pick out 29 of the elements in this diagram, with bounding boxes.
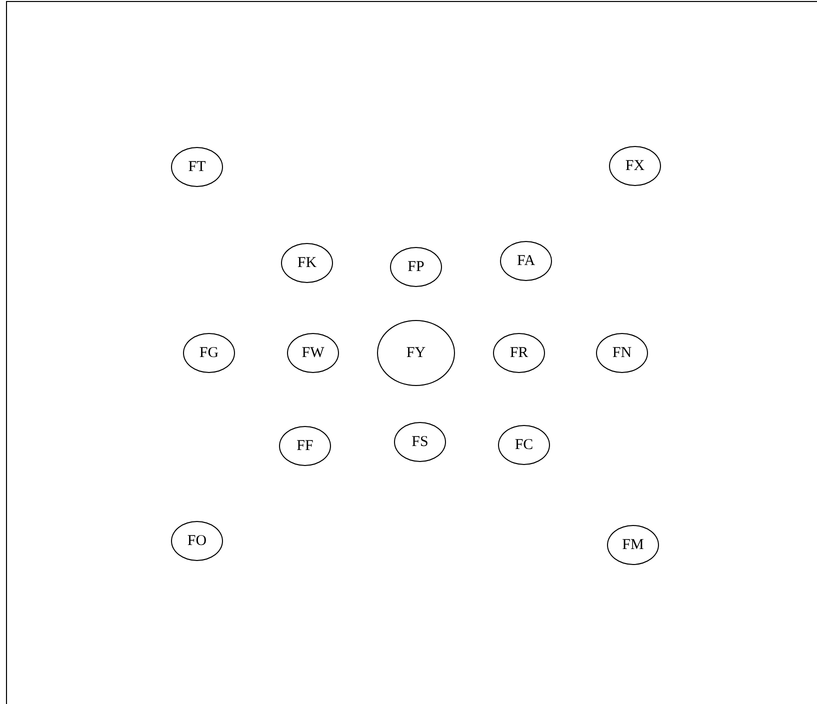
ellipse-node — [183, 333, 235, 373]
ellipse-node — [287, 333, 339, 373]
node-label: FM — [622, 536, 644, 554]
node-label: FT — [188, 158, 206, 176]
node-label: FS — [412, 434, 428, 450]
node-label: FR — [510, 344, 528, 362]
node-label: FP — [408, 258, 424, 276]
ellipse-node — [390, 247, 442, 287]
ellipse-node — [596, 333, 648, 373]
ellipse-node — [171, 147, 223, 187]
ellipse-node — [498, 425, 550, 465]
ellipse-node — [607, 525, 659, 565]
node-label: FY — [406, 344, 426, 362]
ellipse-node — [171, 521, 223, 561]
node-label: FC — [514, 436, 534, 454]
node-label: FG — [199, 344, 219, 362]
node-label: FK — [297, 254, 317, 272]
node-label: FX — [625, 158, 645, 174]
node-label: FA — [516, 252, 536, 270]
ellipse-node — [609, 146, 661, 186]
ellipse-node — [281, 243, 333, 283]
ellipse-node — [493, 333, 545, 373]
ellipse-node — [279, 426, 331, 466]
node-label: FN — [612, 344, 632, 362]
ellipse-node — [500, 241, 552, 281]
node-label: FF — [296, 438, 314, 454]
node-label: FO — [187, 532, 207, 550]
node-label: FW — [302, 344, 324, 362]
ellipse-node — [394, 422, 446, 462]
